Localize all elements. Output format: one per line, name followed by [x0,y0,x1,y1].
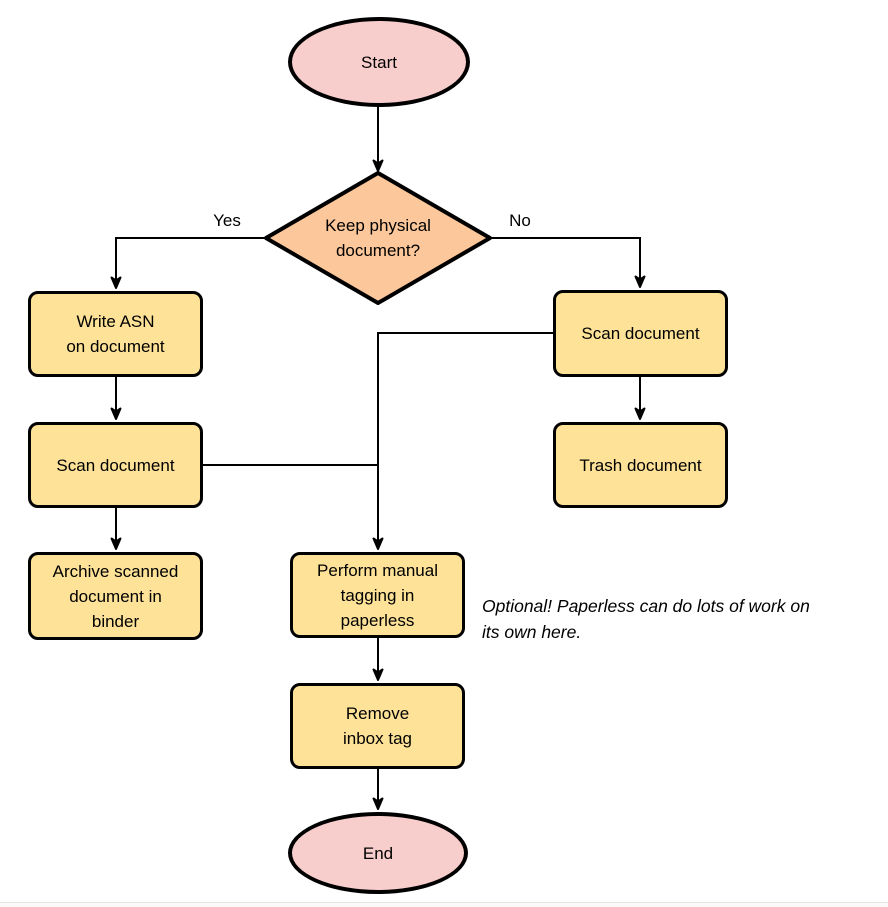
node-start: Start [288,17,470,107]
node-trash-document: Trash document [553,422,728,508]
node-remove-inbox-tag: Remove inbox tag [290,683,465,769]
node-end: End [288,812,468,894]
connector-decision-yes-to-write-asn [110,237,266,289]
page-bottom-strip [0,903,888,907]
decision-label: Keep physical document? [325,216,431,260]
node-scan-document-no-branch: Scan document [553,290,728,377]
connector-decision-no-to-scan [489,237,646,288]
node-write-asn-on-document: Write ASN on document [28,291,203,377]
node-archive-scanned-document: Archive scanned document in binder [28,552,203,640]
node-decision-keep-physical-document: Keep physical document? [261,168,495,308]
node-scan-document-yes-branch: Scan document [28,422,203,508]
node-perform-manual-tagging: Perform manual tagging in paperless [290,552,465,638]
connector-scan-no-to-tagging [372,332,553,550]
edge-label-yes: Yes [213,211,241,230]
page-bottom-edge [0,902,888,903]
decision-diamond-shape [264,171,492,305]
annotation-optional-note: Optional! Paperless can do lots of work … [482,596,810,642]
edge-label-no: No [509,211,531,230]
